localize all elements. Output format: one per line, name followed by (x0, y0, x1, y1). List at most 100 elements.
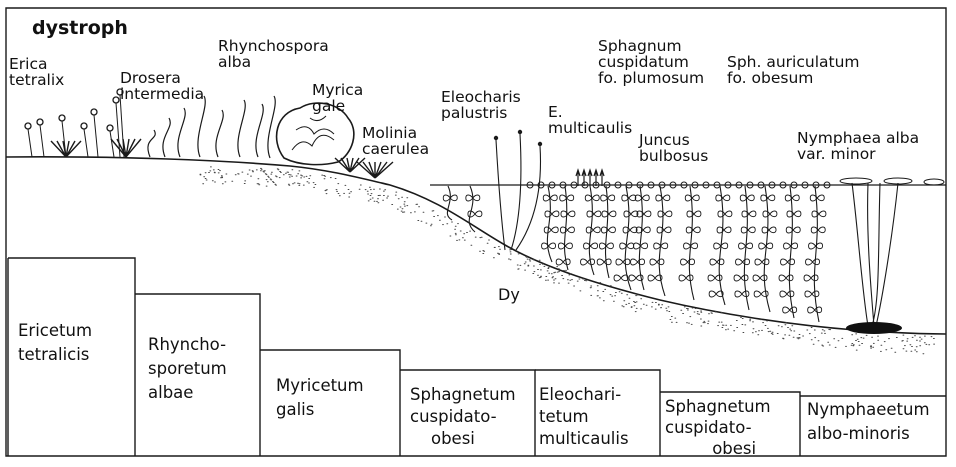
leaf-whorl (806, 259, 820, 265)
leaf-whorl (762, 227, 776, 233)
species-label-eleocharis-palustris: Eleocharis palustris (441, 89, 521, 121)
water-surface (430, 178, 946, 185)
erica-stem (84, 129, 88, 157)
submerged-stem (789, 186, 794, 318)
submerged-stem (447, 186, 452, 220)
leaf-whorl (601, 227, 615, 233)
leaf-whorl (631, 259, 645, 265)
sediment-stipple (200, 167, 935, 354)
sedge-stem (178, 108, 185, 157)
leaf-whorl (561, 211, 575, 217)
spike (594, 170, 598, 186)
leaf-whorl (763, 211, 777, 217)
species-label-juncus-bulbosus: Juncus bulbosus (639, 132, 708, 164)
sediment-label-dy: Dy (498, 287, 520, 303)
leaf-whorl (784, 243, 798, 249)
leaf-whorl (741, 227, 755, 233)
leaf-whorl (779, 275, 793, 281)
leaf-whorl (810, 195, 824, 201)
leaf-whorl (783, 307, 797, 313)
nymphaea-stalks (852, 183, 898, 326)
leaf-whorl (736, 259, 750, 265)
zone-label-sphagnetum-1: Sphagnetum cuspidato- obesi (410, 384, 516, 450)
eleocharis-head (518, 130, 522, 134)
leaf-whorl (781, 259, 795, 265)
zone-label-sphagnetum-2: Sphagnetum cuspidato- obesi (665, 396, 771, 459)
leaf-whorl (740, 195, 754, 201)
leaf-whorl (686, 227, 700, 233)
species-label-nymphaea-alba: Nymphaea alba var. minor (797, 130, 919, 162)
species-label-e-multicaulis: E. multicaulis (548, 104, 632, 136)
leaf-whorl (809, 243, 823, 249)
leaf-whorl (716, 195, 730, 201)
erica-stem (40, 125, 44, 157)
leaf-whorl (602, 211, 616, 217)
leaf-whorl (637, 211, 651, 217)
leaf-whorl (753, 275, 767, 281)
leaf-whorl (623, 227, 637, 233)
leaf-whorl (785, 195, 799, 201)
ground-line (6, 157, 946, 334)
erica-flower (59, 115, 65, 121)
leaf-whorl (710, 259, 724, 265)
leaf-whorl (787, 211, 801, 217)
leaf-whorl (584, 243, 598, 249)
leaf-whorl (679, 275, 693, 281)
submerged-stem (639, 186, 644, 290)
lily-pad (840, 178, 872, 184)
leaf-whorl (805, 291, 819, 297)
leaf-whorl (656, 195, 670, 201)
submerged-stem (625, 186, 631, 290)
leaf-whorl (556, 259, 570, 265)
myrica-shrub-texture (292, 116, 334, 150)
eleocharis-stem (511, 134, 521, 250)
species-label-myrica-gale: Myrica gale (312, 82, 363, 114)
erica-flower (113, 97, 119, 103)
eleocharis-stem (496, 140, 505, 250)
leaf-whorl (636, 227, 650, 233)
leaf-whorl (560, 227, 574, 233)
spike (588, 170, 592, 186)
grass-tuft (357, 162, 393, 178)
leaf-whorl (718, 211, 732, 217)
species-label-erica-tetralix: Erica tetralix (9, 56, 64, 88)
leaf-whorl (545, 211, 559, 217)
sedge-stem (148, 130, 155, 157)
leaf-whorl (581, 259, 595, 265)
leaf-whorl (709, 291, 723, 297)
leaf-whorl (812, 211, 826, 217)
nymphaea-rhizome (846, 322, 902, 334)
erica-stem (116, 103, 120, 157)
erica-flower (91, 109, 97, 115)
leaf-whorl (599, 243, 613, 249)
leaf-whorl (755, 259, 769, 265)
plant-drawings (25, 89, 902, 334)
leaf-whorl (681, 259, 695, 265)
zone-label-nymphaeetum: Nymphaeetum albo-minoris (807, 398, 930, 446)
leaf-whorl (657, 227, 671, 233)
sedge-stem (163, 118, 170, 157)
leaf-whorl (734, 275, 748, 281)
eleocharis-head (494, 136, 498, 140)
leaf-whorl (780, 291, 794, 297)
sedge-stem (198, 96, 205, 157)
leaf-whorl (586, 227, 600, 233)
species-label-drosera-intermedia: Drosera intermedia (120, 70, 204, 102)
leaf-whorl (658, 211, 672, 217)
zone-label-eleocharitetum: Eleochari- tetum multicaulis (539, 384, 629, 450)
species-label-sphagnum-cuspidatum: Sphagnum cuspidatum fo. plumosum (598, 38, 704, 86)
erica-stem (110, 131, 114, 157)
species-label-rhynchospora-alba: Rhynchospora alba (218, 38, 329, 70)
zone-label-rhynchosporetum: Rhyncho- sporetum albae (148, 333, 227, 405)
leaf-whorl (685, 195, 699, 201)
leaf-whorl (624, 211, 638, 217)
sedge-stem (268, 96, 275, 158)
leaf-whorl (742, 211, 756, 217)
leaf-whorl (808, 307, 822, 313)
erica-flower (81, 123, 87, 129)
species-label-sph-auriculatum: Sph. auriculatum fo. obesum (727, 54, 860, 86)
erica-flower (37, 119, 43, 125)
leaf-whorl (542, 243, 556, 249)
zone-label-myricetum: Myricetum galis (276, 374, 364, 422)
